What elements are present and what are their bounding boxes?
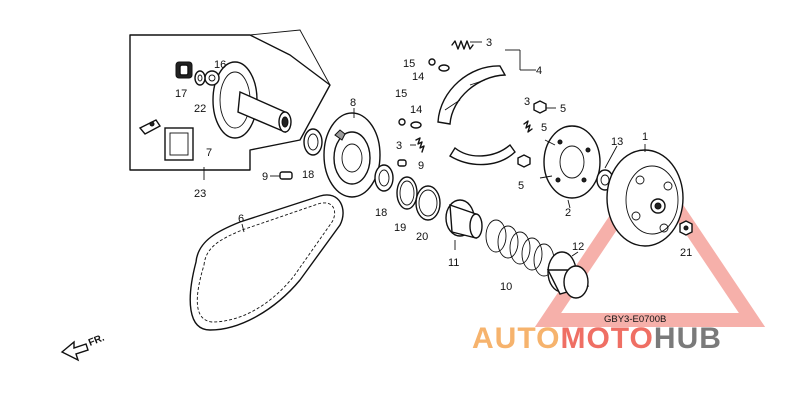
callout-14a: 14 [412,71,424,83]
weight-rollers [204,70,220,86]
callout-9a: 9 [262,171,268,183]
washer-14a [438,64,450,72]
spring-mid [523,120,533,133]
callout-5a: 5 [560,103,566,115]
clip-15a [428,58,436,66]
callout-1: 1 [642,131,648,143]
callout-19: 19 [394,222,406,234]
leader-lines [203,41,646,257]
oil-seal [175,61,193,79]
callout-18b: 18 [375,207,387,219]
callout-14b: 14 [410,104,422,116]
clutch-shoes [437,65,516,166]
callout-13: 13 [611,136,623,148]
slider-piece [138,119,162,135]
callout-22: 22 [194,103,206,115]
callout-10: 10 [500,281,512,293]
seal-right [374,164,394,192]
callout-15b: 15 [395,88,407,100]
collar [546,251,590,299]
front-direction-arrow: FR. [60,332,106,362]
washer [194,70,206,86]
callout-15a: 15 [403,58,415,70]
small-bolt-9b [397,159,407,167]
seal-left [303,128,323,156]
o-ring-20 [415,185,441,221]
pin [279,171,293,180]
callout-23: 23 [194,188,206,200]
watermark-part-hub: HUB [654,322,722,355]
callout-16: 16 [214,59,226,71]
o-ring-19 [396,176,418,210]
callout-9b: 9 [418,160,424,172]
drive-face [323,112,381,198]
callout-4: 4 [536,65,542,77]
movable-drive-face [212,61,292,139]
nut-5c [517,154,531,168]
callout-11: 11 [448,257,459,269]
drive-belt [189,194,344,331]
callout-5c: 5 [518,180,524,192]
callout-3-mid: 3 [524,96,530,108]
nut-21 [679,220,693,236]
diagram-code: GBY3-E0700B [604,314,666,325]
spring-left [415,137,425,153]
watermark-part-moto: MOTO [560,322,653,355]
direction-label: FR. [87,332,106,348]
callout-5b: 5 [541,122,547,134]
watermark-part-auto: AUTO [472,322,560,355]
callout-21: 21 [680,247,692,259]
callout-2: 2 [565,207,571,219]
spring-top [451,40,474,50]
watermark-wordmark: AUTOMOTOHUB [472,322,722,355]
callout-3-top: 3 [486,37,492,49]
callout-6: 6 [238,213,244,225]
callout-12: 12 [572,241,584,253]
watermark-triangle [534,155,766,327]
callout-3-left: 3 [396,140,402,152]
callout-20: 20 [416,231,428,243]
callout-18a: 18 [302,169,314,181]
callout-labels: 1 2 3 3 3 4 5 5 5 6 7 8 9 9 10 11 12 13 … [175,37,692,293]
compression-spring [485,219,555,277]
callout-7: 7 [206,147,212,159]
callout-17: 17 [175,88,187,100]
grease-pack [164,127,194,161]
washer-14b [410,121,422,129]
subassembly-frame [129,29,331,171]
driven-face [445,199,483,239]
clip-15b [398,118,406,126]
callout-8: 8 [350,97,356,109]
watermark-word: AUTOMOTOHUB [472,322,722,355]
nut-5a [533,100,547,114]
drive-plate [539,125,601,199]
clutch-outer [606,149,684,247]
